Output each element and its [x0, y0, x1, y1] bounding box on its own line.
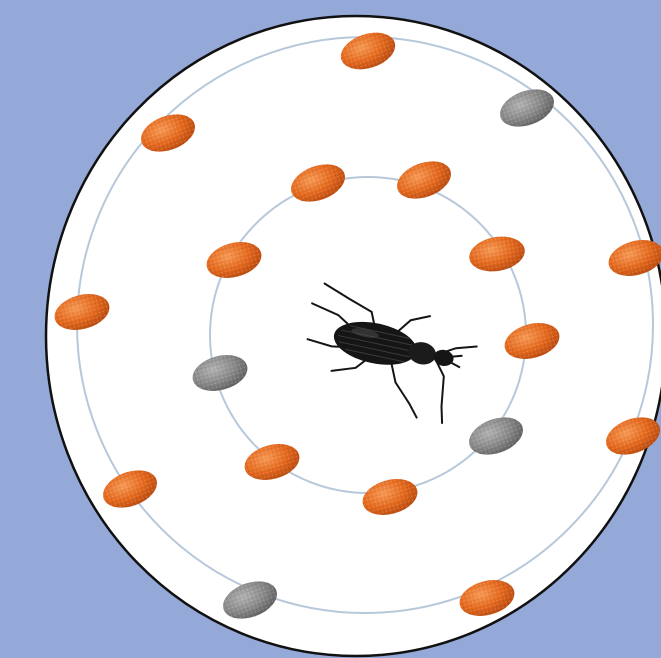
- diagram-stage: [0, 0, 661, 658]
- seed-predation-diagram: [0, 0, 661, 658]
